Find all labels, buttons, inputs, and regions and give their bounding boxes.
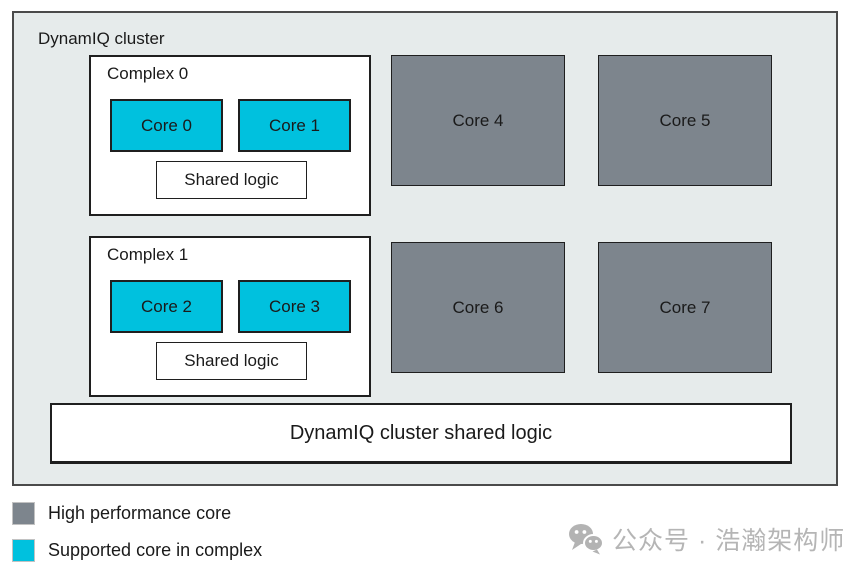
core-4-box: Core 4 xyxy=(391,55,565,186)
complex-1-shared-logic-box: Shared logic xyxy=(156,342,307,380)
complex-0-label: Complex 0 xyxy=(107,64,189,83)
legend-label-high-performance: High performance core xyxy=(48,502,232,523)
complex-0-shared-logic-box: Shared logic xyxy=(156,161,307,199)
wechat-icon xyxy=(569,524,604,555)
complex-1-label: Complex 1 xyxy=(107,245,189,264)
complex-0-box: Complex 0 Core 0 Core 1 Shared logic xyxy=(89,55,371,216)
watermark: 公众号 · 浩瀚架构师 xyxy=(568,518,850,560)
core-2-box: Core 2 xyxy=(110,280,223,333)
complex-1-box: Complex 1 Core 2 Core 3 Shared logic xyxy=(89,236,371,397)
watermark-text: 公众号 · 浩瀚架构师 xyxy=(612,527,846,555)
core-7-box: Core 7 xyxy=(598,242,772,373)
cyan-swatch xyxy=(12,538,35,562)
core-1-box: Core 1 xyxy=(238,99,351,152)
cluster-title: DynamIQ cluster xyxy=(38,29,165,48)
gray-swatch xyxy=(12,501,35,525)
cluster-shared-logic-bar: DynamIQ cluster shared logic xyxy=(50,403,792,464)
legend-label-supported-core: Supported core in complex xyxy=(48,539,263,560)
core-0-box: Core 0 xyxy=(110,99,223,152)
core-3-box: Core 3 xyxy=(238,280,351,333)
core-6-box: Core 6 xyxy=(391,242,565,373)
core-5-box: Core 5 xyxy=(598,55,772,186)
legend-row-high-performance: High performance core xyxy=(12,501,231,525)
legend-row-supported-core: Supported core in complex xyxy=(12,538,262,562)
